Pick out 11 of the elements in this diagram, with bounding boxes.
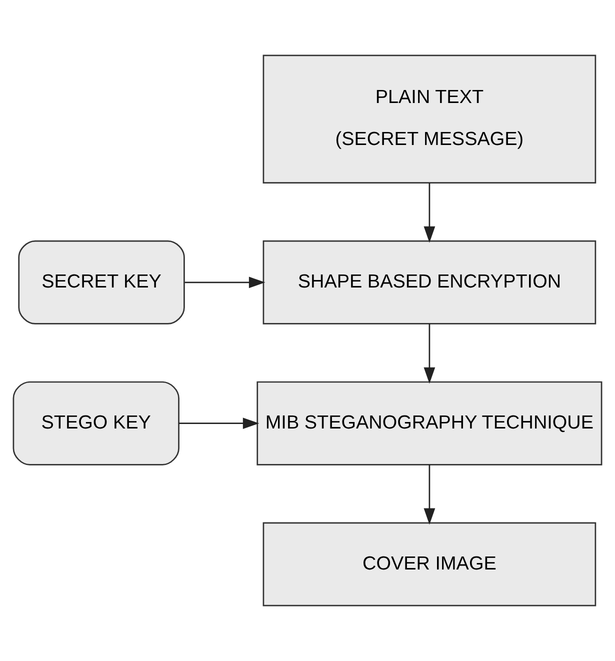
node-box: SECRET KEY — [18, 240, 185, 324]
node-box: MIB STEGANOGRAPHY TECHNIQUE — [256, 381, 602, 466]
arrow — [184, 276, 266, 288]
arrow — [424, 324, 436, 384]
arrow — [178, 418, 260, 430]
node-box: PLAIN TEXT (SECRET MESSAGE) — [262, 54, 596, 184]
arrow — [424, 183, 436, 243]
node-box: STEGO KEY — [12, 381, 180, 466]
node-box: SHAPE BASED ENCRYPTION — [262, 240, 596, 324]
node-box: COVER IMAGE — [262, 522, 596, 606]
arrow — [424, 464, 436, 525]
